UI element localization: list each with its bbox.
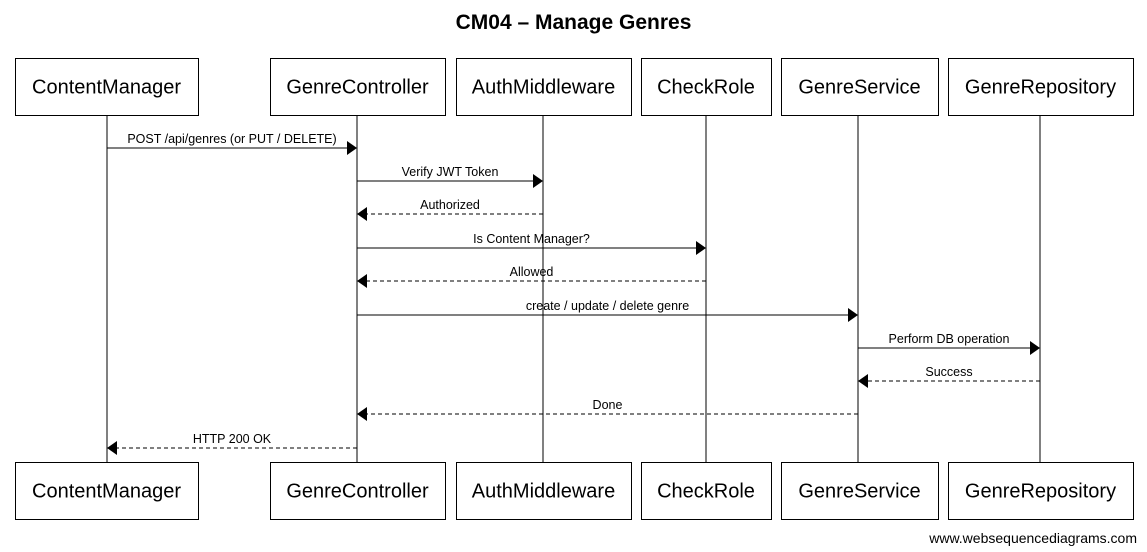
participant-box-top-contentmanager	[15, 58, 199, 116]
participant-label: ContentManager	[32, 77, 181, 99]
participant-label: GenreRepository	[965, 481, 1116, 503]
message-label: Success	[925, 365, 972, 379]
participant-box-bottom-genrerepository	[948, 462, 1134, 520]
participant-label: CheckRole	[657, 481, 755, 503]
participant-label: GenreRepository	[965, 77, 1116, 99]
watermark: www.websequencediagrams.com	[929, 530, 1137, 546]
message-label: Is Content Manager?	[473, 232, 590, 246]
message-arrowhead	[357, 407, 367, 421]
message-arrowhead	[357, 207, 367, 221]
participant-box-top-genreservice	[781, 58, 939, 116]
message-label: Done	[593, 398, 623, 412]
participant-label: GenreController	[286, 77, 429, 99]
message-label: Allowed	[510, 265, 554, 279]
message-arrowhead	[1030, 341, 1040, 355]
message-label: create / update / delete genre	[526, 299, 689, 313]
participant-box-bottom-authmiddleware	[456, 462, 632, 520]
message-arrowhead	[107, 441, 117, 455]
message-label: Authorized	[420, 198, 480, 212]
participant-label: GenreService	[798, 481, 920, 503]
message-arrowhead	[347, 141, 357, 155]
message-arrowhead	[533, 174, 543, 188]
participant-box-top-authmiddleware	[456, 58, 632, 116]
participant-box-bottom-contentmanager	[15, 462, 199, 520]
participant-box-top-genrecontroller	[270, 58, 446, 116]
participant-label: GenreService	[798, 77, 920, 99]
participant-label: ContentManager	[32, 481, 181, 503]
participant-box-bottom-checkrole	[641, 462, 772, 520]
participant-label: AuthMiddleware	[472, 77, 615, 99]
message-arrowhead	[858, 374, 868, 388]
participant-box-top-genrerepository	[948, 58, 1134, 116]
message-arrowhead	[357, 274, 367, 288]
message-arrowhead	[848, 308, 858, 322]
participant-label: CheckRole	[657, 77, 755, 99]
participant-box-bottom-genreservice	[781, 462, 939, 520]
message-label: POST /api/genres (or PUT / DELETE)	[127, 132, 336, 146]
participant-label: AuthMiddleware	[472, 481, 615, 503]
participant-box-top-checkrole	[641, 58, 772, 116]
participant-label: GenreController	[286, 481, 429, 503]
message-label: HTTP 200 OK	[193, 432, 272, 446]
message-label: Perform DB operation	[889, 332, 1010, 346]
message-label: Verify JWT Token	[402, 165, 499, 179]
participant-box-bottom-genrecontroller	[270, 462, 446, 520]
diagram-title: CM04 – Manage Genres	[455, 11, 692, 34]
message-arrowhead	[696, 241, 706, 255]
